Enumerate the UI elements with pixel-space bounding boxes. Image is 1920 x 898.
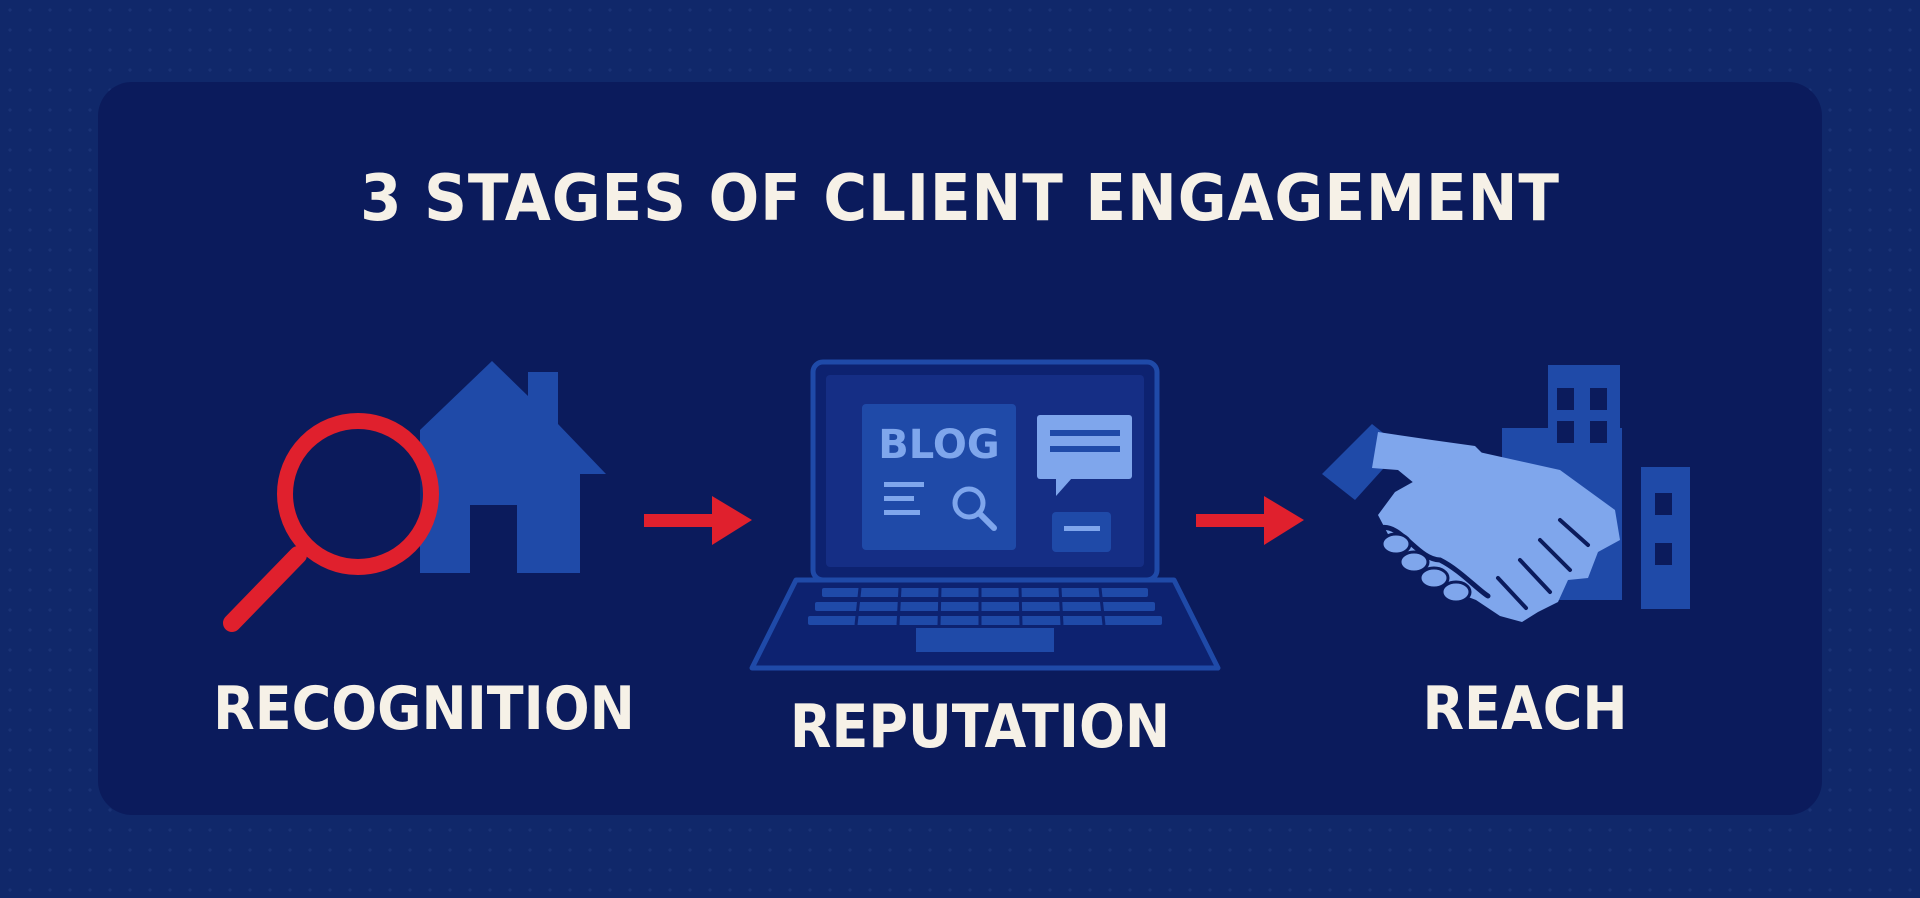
laptop-blog-icon: BLOG	[749, 359, 1221, 671]
blog-card: BLOG	[862, 404, 1016, 550]
finger-lines	[1496, 518, 1590, 610]
laptop-keyboard	[808, 588, 1162, 625]
document-icon	[1052, 512, 1111, 552]
wrist-fingers	[1380, 532, 1472, 604]
search-icon	[952, 486, 997, 531]
arrow-right-icon	[1196, 496, 1304, 545]
blog-text: BLOG	[878, 422, 999, 468]
handshake-buildings-icon	[1322, 365, 1690, 622]
laptop-trackpad	[916, 628, 1054, 652]
magnifier-house-icon	[223, 361, 606, 632]
diagram-title: 3 STAGES OF CLIENT ENGAGEMENT	[360, 162, 1560, 236]
chat-bubble-icon	[1037, 415, 1132, 496]
handshake-icon	[1322, 424, 1620, 622]
stage-label-recognition: RECOGNITION	[213, 674, 635, 744]
magnifier-icon	[223, 413, 439, 632]
stage-label-reputation: REPUTATION	[789, 692, 1171, 762]
stage-label-reach: REACH	[1422, 674, 1628, 744]
arrow-right-icon	[644, 496, 752, 545]
house-icon	[420, 361, 606, 573]
keyboard-key-dividers	[854, 587, 1106, 626]
